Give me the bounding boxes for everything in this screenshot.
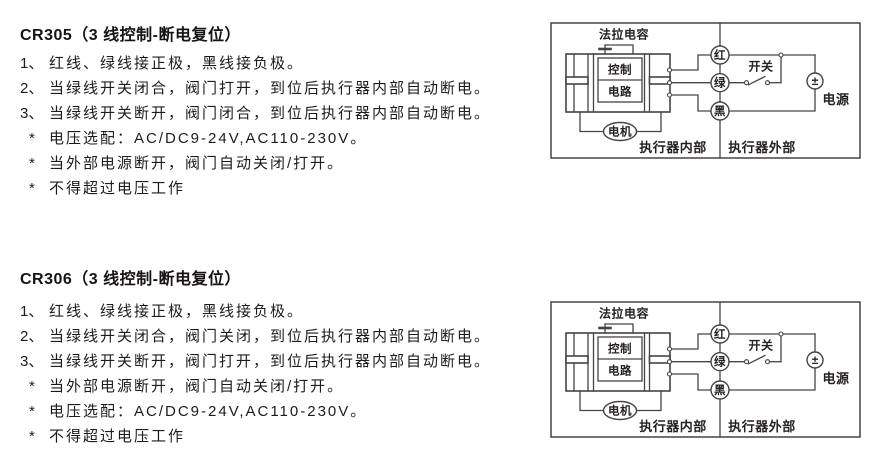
instruction-line: * 当外部电源断开，阀门自动关闭/打开。	[20, 151, 491, 176]
wire-nodes: 红 绿 黑	[710, 324, 730, 400]
line-marker: 1、	[20, 55, 44, 72]
terminal-wires	[666, 54, 712, 112]
farad-capacitor-label: 法拉电容	[599, 306, 649, 321]
line-text: 当绿线开关闭合，阀门关闭，到位后执行器内部自动断电。	[49, 328, 492, 345]
switch-label: 开关	[748, 59, 773, 74]
power-polarity-symbol: ±	[812, 353, 819, 367]
farad-capacitor: 法拉电容	[598, 306, 649, 334]
line-marker: *	[29, 180, 35, 197]
wiring-diagram-cr305: 控制 电路 法拉电容 电机 红 绿 黑 开关	[550, 22, 861, 159]
instruction-line: 1、红线、绿线接正极，黑线接负极。	[20, 299, 491, 324]
section-title-cr305: CR305（3 线控制-断电复位）	[20, 27, 241, 44]
actuator-outside-label: 执行器外部	[728, 419, 796, 434]
instruction-line: 2、当绿线开关闭合，阀门打开，到位后执行器内部自动断电。	[20, 76, 491, 101]
line-marker: 3、	[20, 353, 44, 370]
control-circuit-box: 控制 电路	[597, 336, 643, 382]
line-text: 当外部电源断开，阀门自动关闭/打开。	[49, 155, 345, 172]
switch-blade	[747, 354, 766, 365]
instruction-line: 1、红线、绿线接正极，黑线接负极。	[20, 51, 491, 76]
power-label: 电源	[822, 371, 849, 386]
red-wire-label: 红	[714, 48, 726, 62]
line-text: 不得超过电压工作	[49, 180, 186, 197]
terminal-wires	[666, 333, 712, 391]
power-label: 电源	[822, 92, 849, 107]
instructions-cr306: 1、红线、绿线接正极，黑线接负极。 2、当绿线开关闭合，阀门关闭，到位后执行器内…	[20, 299, 491, 449]
diagram-frame	[550, 301, 861, 438]
green-wire-label: 绿	[714, 355, 726, 369]
switch-blade	[747, 75, 766, 86]
line-marker: 1、	[20, 303, 44, 320]
line-marker: *	[29, 155, 35, 172]
instruction-line: 2、当绿线开关闭合，阀门关闭，到位后执行器内部自动断电。	[20, 324, 491, 349]
actuator-body	[565, 53, 671, 113]
section-title-cr306: CR306（3 线控制-断电复位）	[20, 271, 241, 288]
circuit-label: 电路	[608, 85, 632, 99]
actuator-inside-label: 执行器内部	[639, 140, 707, 155]
external-circuit: 开关 ± 电源	[728, 52, 849, 112]
line-marker: *	[29, 403, 35, 420]
instruction-line: 3、当绿线开关断开，阀门闭合，到位后执行器内部自动断电。	[20, 101, 491, 126]
line-text: 红线、绿线接正极，黑线接负极。	[49, 55, 305, 72]
black-wire-label: 黑	[714, 384, 726, 397]
instructions-cr305: 1、红线、绿线接正极，黑线接负极。 2、当绿线开关闭合，阀门打开，到位后执行器内…	[20, 51, 491, 201]
line-text: 当绿线开关闭合，阀门打开，到位后执行器内部自动断电。	[49, 80, 492, 97]
region-labels: 执行器内部 执行器外部	[639, 419, 796, 434]
actuator-inside-label: 执行器内部	[639, 419, 707, 434]
line-marker: *	[29, 378, 35, 395]
instruction-line: 3、当绿线开关断开，阀门打开，到位后执行器内部自动断电。	[20, 349, 491, 374]
motor-label: 电机	[608, 404, 632, 418]
control-circuit-box: 控制 电路	[597, 57, 643, 103]
diagram-frame	[550, 22, 861, 159]
switch-label: 开关	[748, 338, 773, 353]
line-marker: *	[29, 428, 35, 445]
control-label: 控制	[608, 63, 632, 77]
line-text: 红线、绿线接正极，黑线接负极。	[49, 303, 305, 320]
external-circuit: 开关 ± 电源	[728, 331, 849, 391]
green-wire-label: 绿	[714, 76, 726, 90]
motor-label: 电机	[608, 125, 632, 139]
instruction-line: * 电压选配：AC/DC9-24V,AC110-230V。	[20, 399, 491, 424]
line-text: 电压选配：AC/DC9-24V,AC110-230V。	[49, 130, 368, 147]
line-marker: 2、	[20, 80, 44, 97]
line-text: 当绿线开关断开，阀门打开，到位后执行器内部自动断电。	[49, 353, 492, 370]
black-wire-label: 黑	[714, 105, 726, 118]
line-text: 电压选配：AC/DC9-24V,AC110-230V。	[49, 403, 368, 420]
line-marker: *	[29, 130, 35, 147]
farad-capacitor-label: 法拉电容	[599, 27, 649, 42]
red-wire-label: 红	[714, 327, 726, 341]
instruction-line: * 不得超过电压工作	[20, 424, 491, 449]
line-text: 不得超过电压工作	[49, 428, 186, 445]
instruction-line: * 电压选配：AC/DC9-24V,AC110-230V。	[20, 126, 491, 151]
region-labels: 执行器内部 执行器外部	[639, 140, 796, 155]
wire-nodes: 红 绿 黑	[710, 45, 730, 121]
line-text: 当外部电源断开，阀门自动关闭/打开。	[49, 378, 345, 395]
line-marker: 2、	[20, 328, 44, 345]
actuator-outside-label: 执行器外部	[728, 140, 796, 155]
motor: 电机	[579, 390, 662, 421]
line-marker: 3、	[20, 105, 44, 122]
instruction-line: * 不得超过电压工作	[20, 176, 491, 201]
power-polarity-symbol: ±	[812, 74, 819, 88]
circuit-label: 电路	[608, 364, 632, 378]
instruction-line: * 当外部电源断开，阀门自动关闭/打开。	[20, 374, 491, 399]
motor: 电机	[579, 111, 662, 142]
control-label: 控制	[608, 342, 632, 356]
wiring-diagram-cr306: 控制 电路 法拉电容 电机 红 绿 黑 开关	[550, 301, 861, 438]
farad-capacitor: 法拉电容	[598, 27, 649, 55]
line-text: 当绿线开关断开，阀门闭合，到位后执行器内部自动断电。	[49, 105, 492, 122]
